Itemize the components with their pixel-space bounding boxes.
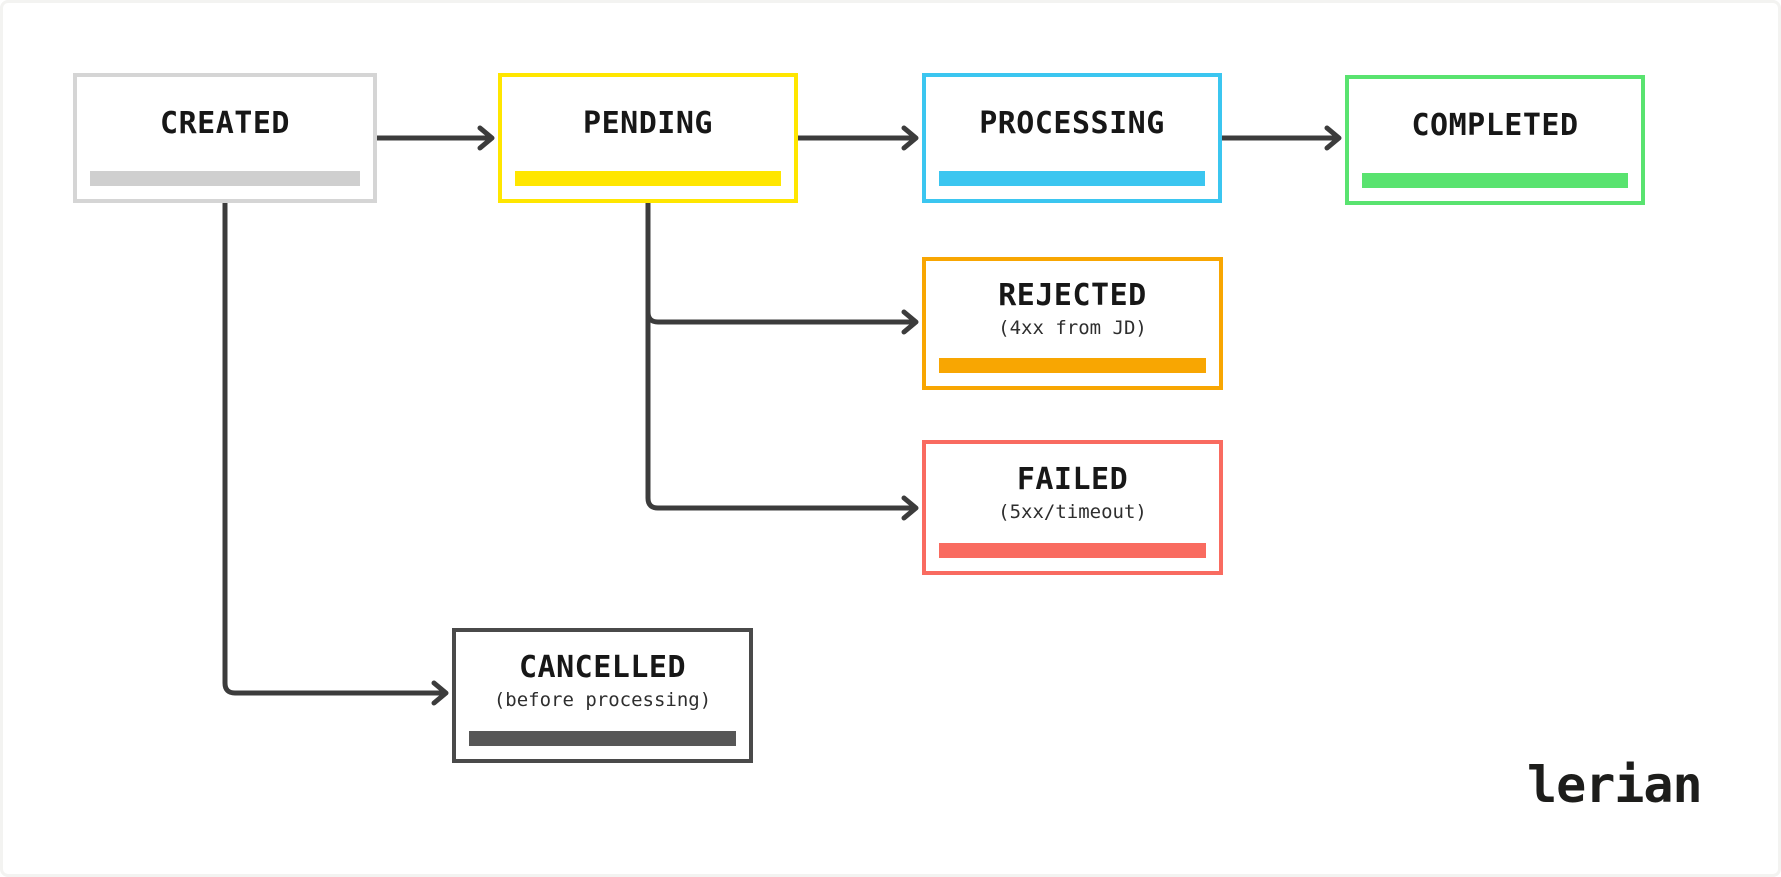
state-node-body: CANCELLED (before processing) — [456, 632, 749, 731]
lerian-logo: lerian — [1527, 756, 1703, 814]
state-label: PROCESSING — [979, 106, 1165, 142]
state-node-processing: PROCESSING — [922, 73, 1222, 203]
state-accent-bar — [1362, 173, 1628, 188]
state-node-body: FAILED (5xx/timeout) — [926, 444, 1219, 543]
state-label: CREATED — [160, 106, 290, 142]
state-label: COMPLETED — [1411, 108, 1579, 144]
state-node-body: COMPLETED — [1349, 79, 1641, 173]
edge-created-cancelled — [222, 203, 449, 706]
state-node-rejected: REJECTED (4xx from JD) — [922, 257, 1223, 390]
state-label: REJECTED — [998, 278, 1147, 314]
state-node-completed: COMPLETED — [1345, 75, 1645, 205]
state-accent-bar — [939, 358, 1206, 373]
state-node-body: REJECTED (4xx from JD) — [926, 261, 1219, 358]
state-accent-bar — [939, 543, 1206, 558]
edge-pending-failed — [645, 203, 919, 521]
state-node-cancelled: CANCELLED (before processing) — [452, 628, 753, 763]
state-label: FAILED — [1016, 462, 1129, 498]
state-node-body: PROCESSING — [926, 77, 1218, 171]
state-label: PENDING — [583, 106, 713, 142]
state-accent-bar — [939, 171, 1205, 186]
edge-pending-rejected — [645, 203, 919, 335]
state-node-body: PENDING — [502, 77, 794, 171]
state-node-pending: PENDING — [498, 73, 798, 203]
state-sublabel: (before processing) — [493, 688, 712, 711]
state-sublabel: (5xx/timeout) — [998, 500, 1147, 523]
state-sublabel: (4xx from JD) — [998, 316, 1147, 339]
state-accent-bar — [469, 731, 736, 746]
state-label: CANCELLED — [518, 650, 687, 686]
state-node-body: CREATED — [77, 77, 373, 171]
state-node-failed: FAILED (5xx/timeout) — [922, 440, 1223, 575]
state-node-created: CREATED — [73, 73, 377, 203]
state-accent-bar — [515, 171, 781, 186]
state-accent-bar — [90, 171, 360, 186]
